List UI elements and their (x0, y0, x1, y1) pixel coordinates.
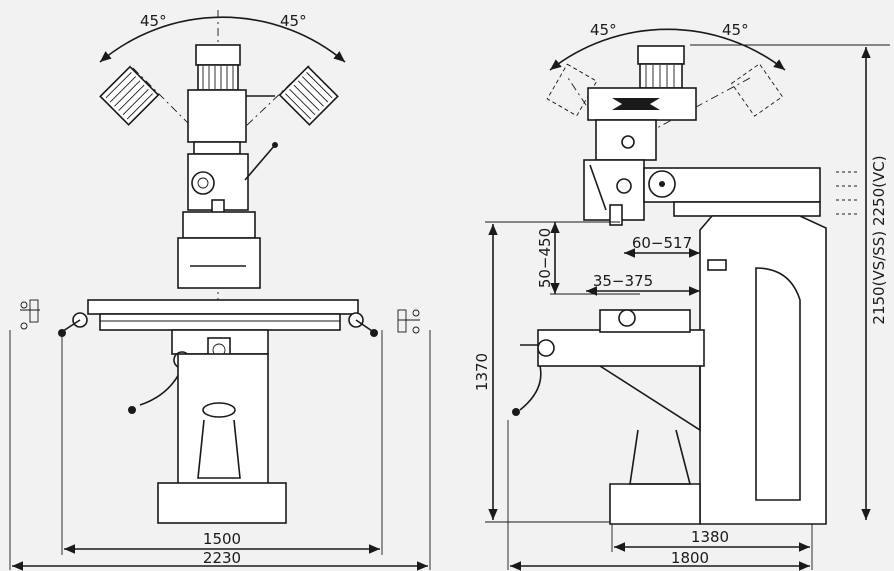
front-milling-head (187, 89, 278, 223)
side-base (609, 483, 701, 525)
side-right-tilted-motor (730, 63, 784, 117)
front-angle-arc (99, 16, 346, 63)
side-column (699, 215, 827, 525)
side-motor (637, 45, 685, 89)
side-dim-height-label: 2150(VS/SS) 2250(VC) (870, 155, 888, 324)
side-dim-1370-label: 1370 (473, 353, 491, 391)
side-dim-1380-label: 1380 (691, 528, 729, 546)
front-right-tilted-motor (278, 65, 339, 126)
front-right-crank-icon (397, 309, 420, 334)
side-left-tilted-motor (546, 63, 598, 117)
side-dim-60-517-label: 60−517 (632, 234, 692, 252)
front-turret (177, 211, 261, 289)
front-angle-left-label: 45° (140, 12, 167, 30)
side-support (629, 429, 692, 485)
front-left-tilted-motor (99, 65, 160, 126)
front-dim-2230-label: 2230 (203, 549, 241, 567)
side-milling-head (583, 87, 697, 226)
side-dim-1800-label: 1800 (671, 549, 709, 567)
side-knee (512, 309, 705, 432)
side-view: 45° 45° (473, 21, 890, 571)
side-dim-50-450-label: 50−450 (536, 228, 554, 288)
side-angle-left-label: 45° (590, 21, 617, 39)
side-angle-right-label: 45° (722, 21, 749, 39)
front-motor (195, 44, 241, 91)
front-view: 45° 45° (9, 10, 431, 571)
front-angle-right-label: 45° (280, 12, 307, 30)
front-base (157, 482, 287, 524)
side-dim-35-375-label: 35−375 (593, 272, 653, 290)
front-left-crank-icon (20, 299, 40, 330)
front-column (177, 353, 269, 491)
side-ram (643, 167, 860, 217)
side-angle-arc (549, 28, 786, 71)
front-dim-1500-label: 1500 (203, 530, 241, 548)
front-table (58, 299, 378, 337)
